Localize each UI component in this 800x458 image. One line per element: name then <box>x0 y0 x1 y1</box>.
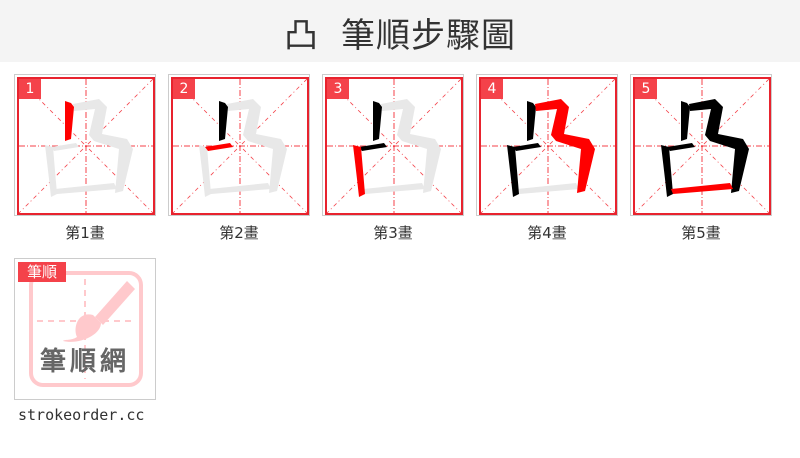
step-caption: 第1畫 <box>65 224 105 242</box>
step-card-2: 2 <box>168 74 310 216</box>
step-caption: 第4畫 <box>527 224 567 242</box>
step-number: 1 <box>19 79 41 99</box>
page-title: 凸筆順步驟圖 <box>0 8 800 57</box>
step-number: 2 <box>173 79 195 99</box>
title-text: 筆順步驟圖 <box>341 16 516 56</box>
site-url[interactable]: strokeorder.cc <box>18 406 145 424</box>
step-card-1: 1 <box>14 74 156 216</box>
logo-badge: 筆順 <box>18 262 66 282</box>
step-number: 5 <box>635 79 657 99</box>
step-caption: 第2畫 <box>219 224 259 242</box>
step-card-4: 4 <box>476 74 618 216</box>
step-card-3: 3 <box>322 74 464 216</box>
step-number: 3 <box>327 79 349 99</box>
title-character: 凸 <box>284 16 319 56</box>
step-caption: 第3畫 <box>373 224 413 242</box>
logo-text: 筆順網 <box>39 347 130 377</box>
step-card-5: 5 <box>630 74 772 216</box>
step-caption: 第5畫 <box>681 224 721 242</box>
header: 凸筆順步驟圖 <box>0 0 800 62</box>
brush-icon <box>29 271 143 387</box>
step-number: 4 <box>481 79 503 99</box>
site-logo[interactable]: 筆順 筆順網 <box>14 258 156 400</box>
